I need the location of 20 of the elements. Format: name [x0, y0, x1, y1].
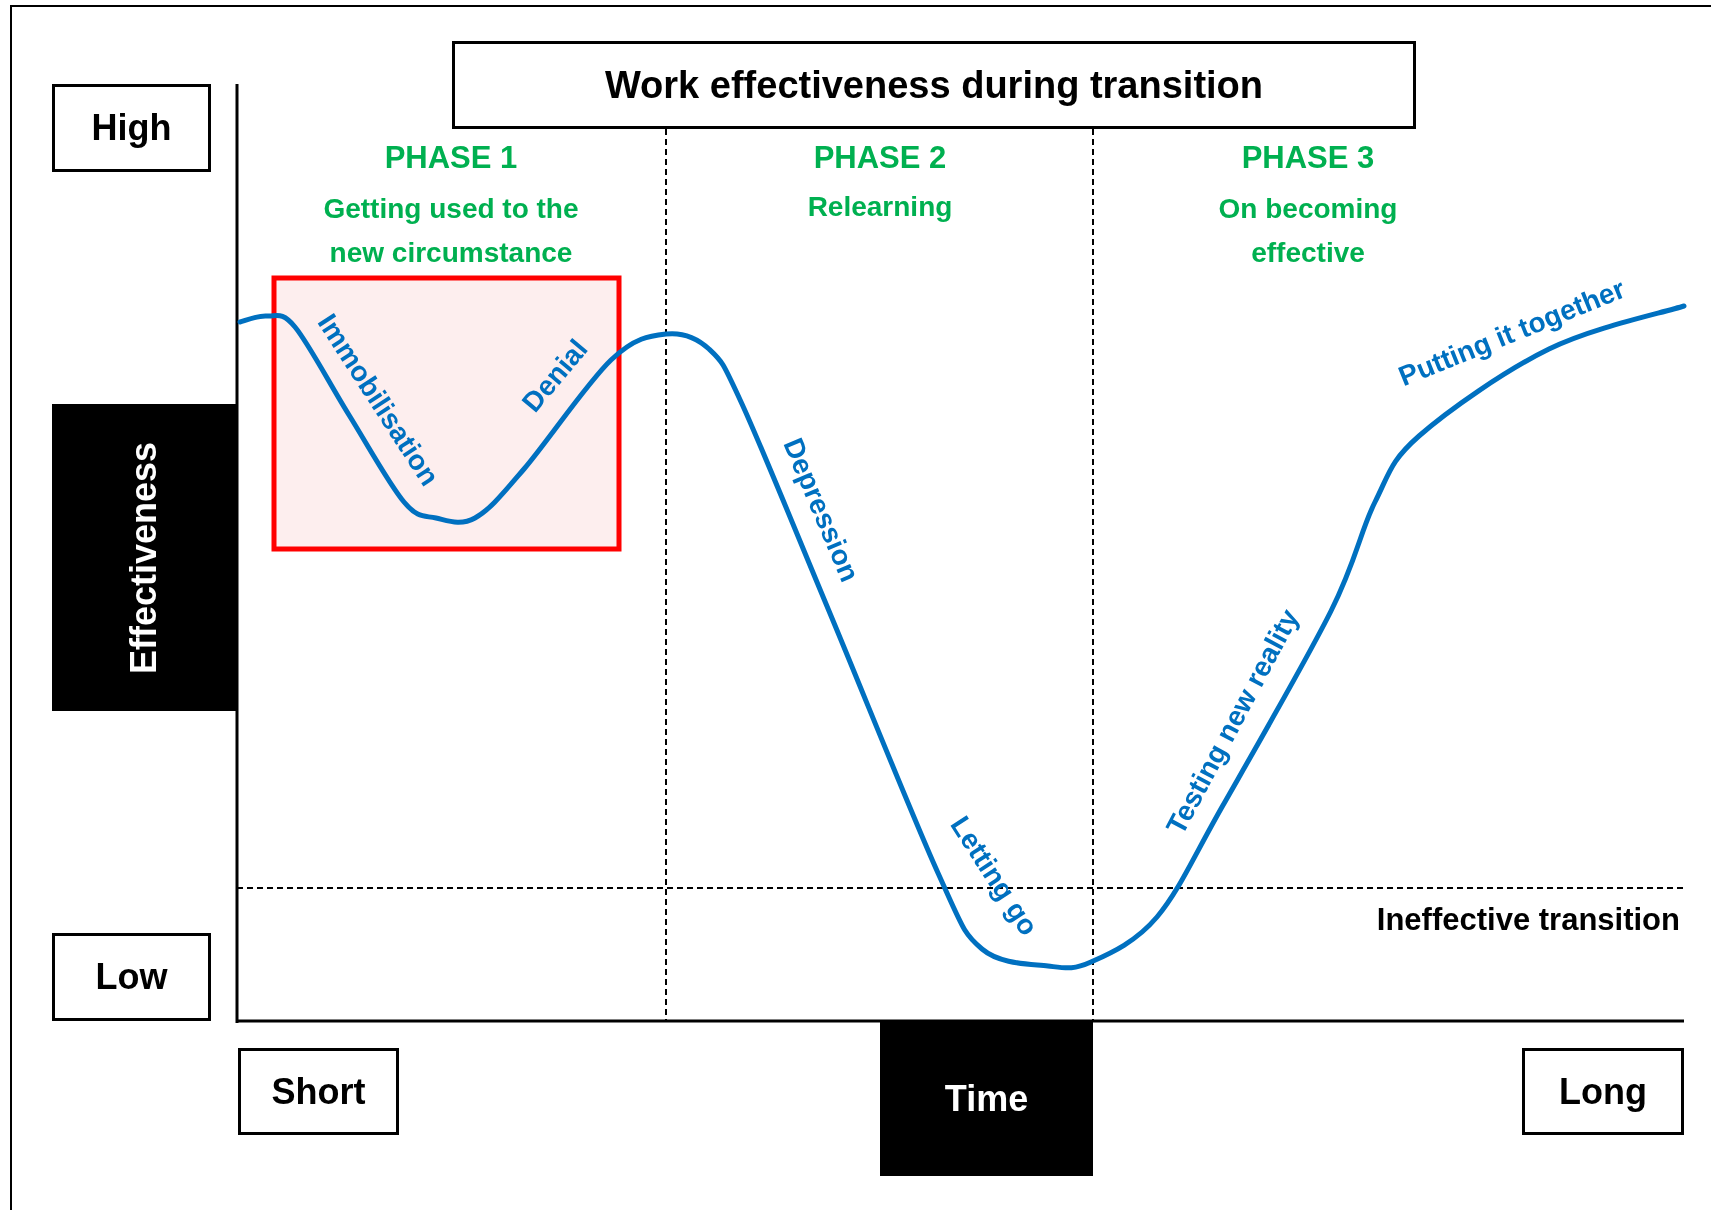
- phase-heading: PHASE 2: [813, 138, 947, 177]
- phase-description: On becoming effective: [1217, 192, 1399, 270]
- scale-box: [52, 933, 211, 1021]
- phase-description: Getting used to the new circumstance: [322, 192, 580, 270]
- axis-label: Low: [95, 955, 168, 999]
- axis-label: High: [91, 106, 172, 150]
- phase-heading: PHASE 3: [1241, 138, 1375, 177]
- phase-heading: PHASE 1: [384, 138, 518, 177]
- axis-label: Time: [944, 1077, 1029, 1121]
- phase-description: Relearning: [806, 190, 954, 224]
- scale-box: [52, 84, 211, 172]
- axis-label: Long: [1559, 1069, 1647, 1114]
- scale-box: [238, 1048, 399, 1135]
- axis-label: Short: [271, 1069, 366, 1114]
- title: Work effectiveness during transition: [452, 41, 1416, 129]
- axis-label: Effectiveness: [122, 441, 166, 674]
- axis-label-box: [880, 1022, 1093, 1176]
- threshold-label: Ineffective transition: [1376, 900, 1680, 939]
- scale-box: [1522, 1048, 1684, 1135]
- axis-label-box: [52, 404, 237, 711]
